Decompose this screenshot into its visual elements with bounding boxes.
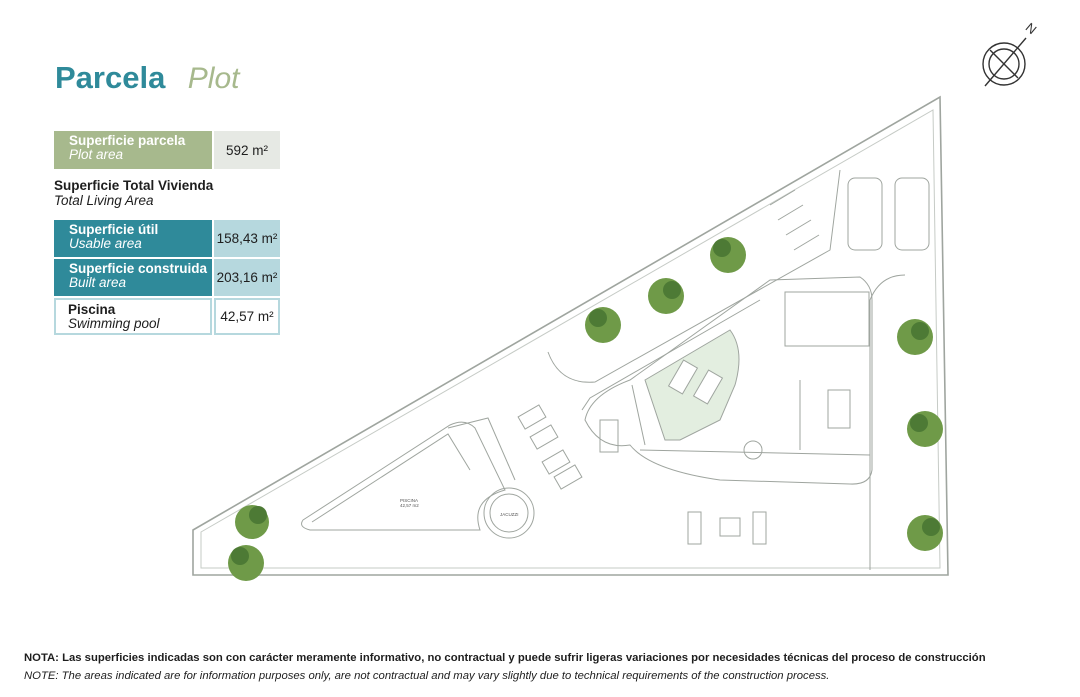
- title-english: Plot: [187, 62, 240, 95]
- garden-lawn: [644, 329, 740, 441]
- plot-area-label-es: Superficie parcela: [69, 133, 186, 148]
- pool-area-row: Piscina Swimming pool 42,57 m²: [54, 298, 280, 335]
- north-label: N: [1023, 20, 1040, 38]
- usable-area-value: 158,43 m²: [214, 220, 280, 257]
- built-area-label-en: Built area: [69, 275, 127, 290]
- plot-boundary: [192, 95, 949, 576]
- built-area-value: 203,16 m²: [214, 259, 280, 296]
- inner-boundary: [200, 109, 941, 569]
- usable-area-label-es: Superficie útil: [69, 222, 159, 237]
- trees: [228, 237, 943, 581]
- pool-plan-label: PISCINA: [400, 498, 418, 503]
- pool-area-label: Piscina Swimming pool: [54, 298, 212, 335]
- plot-area-label-en: Plot area: [69, 147, 124, 162]
- built-area-label: Superficie construida Built area: [54, 259, 212, 296]
- pool-area-label-es: Piscina: [68, 302, 116, 317]
- plot-area-value: 592 m²: [214, 131, 280, 169]
- usable-area-row: Superficie útil Usable area 158,43 m²: [54, 220, 280, 257]
- parked-car-2: [894, 177, 930, 251]
- north-arrow-icon: [982, 37, 1027, 87]
- driveway: [547, 169, 841, 383]
- jacuzzi: [483, 487, 535, 539]
- page-title: Parcela Plot: [55, 60, 239, 100]
- pool-area-value: 42,57 m²: [214, 298, 280, 335]
- house-block: [784, 291, 870, 347]
- pool-plan-area: 42,57 m2: [400, 503, 419, 508]
- swimming-pool: [301, 421, 506, 531]
- built-area-row: Superficie construida Built area 203,16 …: [54, 259, 280, 296]
- disclaimer-note: NOTA: Las superficies indicadas son con …: [24, 649, 986, 685]
- total-living-heading: Superficie Total Vivienda Total Living A…: [54, 178, 213, 208]
- usable-area-label: Superficie útil Usable area: [54, 220, 212, 257]
- house-outline: [584, 276, 873, 485]
- total-living-label-en: Total Living Area: [54, 193, 154, 208]
- total-living-label-es: Superficie Total Vivienda: [54, 178, 214, 193]
- pool-area-label-en: Swimming pool: [68, 316, 160, 331]
- jacuzzi-plan-label: JACUZZI: [500, 512, 519, 517]
- plot-area-row: Superficie parcela Plot area 592 m²: [54, 131, 280, 169]
- plot-area-label: Superficie parcela Plot area: [54, 131, 212, 169]
- parked-car-1: [847, 177, 883, 251]
- usable-area-label-en: Usable area: [69, 236, 142, 251]
- note-english: NOTE: The areas indicated are for inform…: [24, 670, 830, 682]
- note-spanish: NOTA: Las superficies indicadas son con …: [24, 652, 986, 664]
- built-area-label-es: Superficie construida: [69, 261, 208, 276]
- title-spanish: Parcela: [55, 60, 166, 95]
